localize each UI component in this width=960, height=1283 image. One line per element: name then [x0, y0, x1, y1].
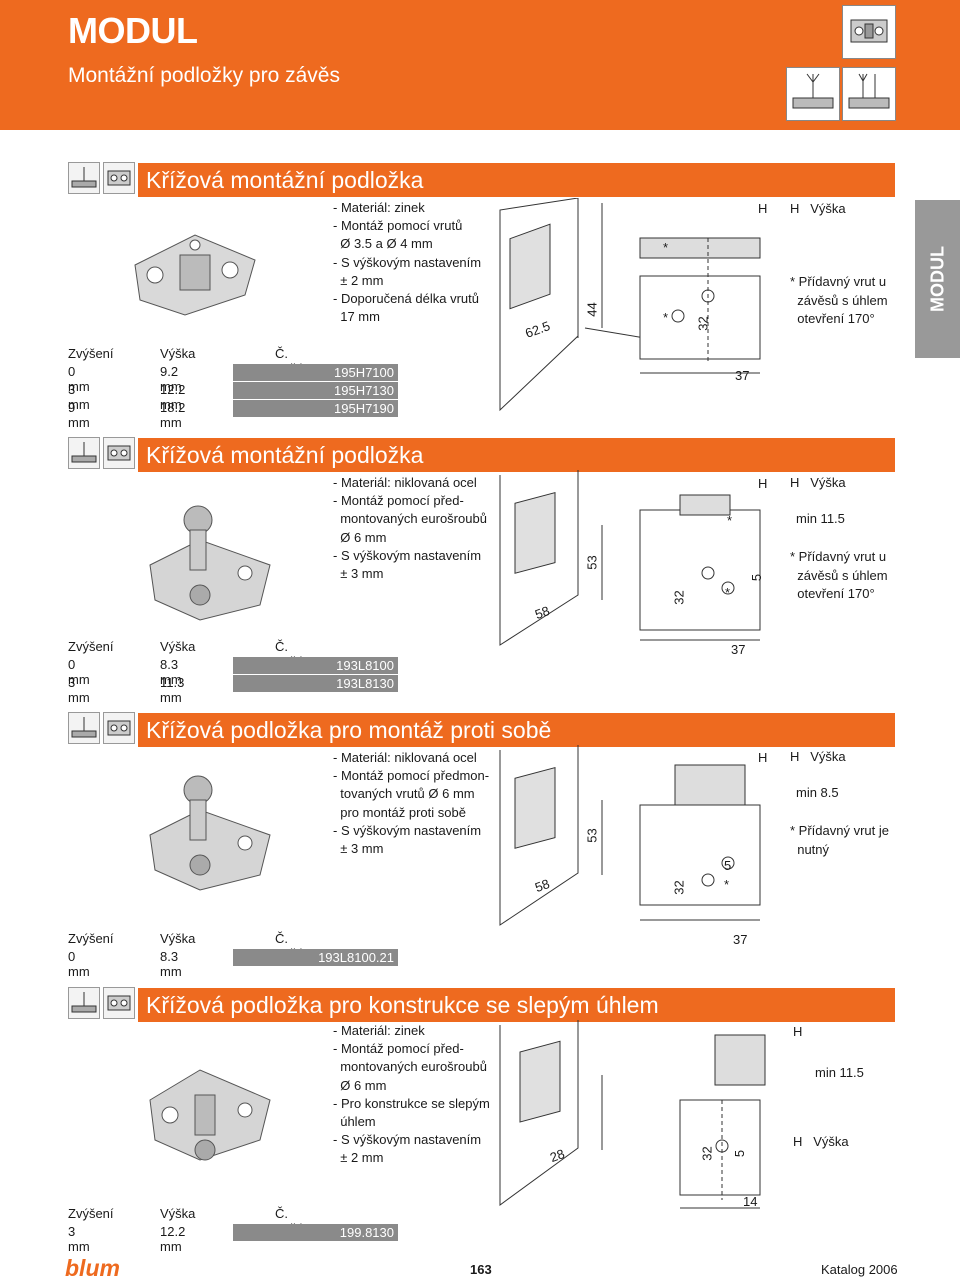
product-image-2 [140, 495, 280, 630]
legend-h: H Výška [790, 749, 846, 764]
legend-min: min 11.5 [796, 511, 845, 526]
legend-h: H Výška [790, 475, 846, 490]
plate-icon [103, 437, 135, 469]
star-mark: * [724, 877, 730, 892]
screw-icon [68, 712, 100, 744]
product-image-4 [140, 1040, 280, 1175]
dim-h: H [758, 201, 768, 216]
dim-5: 5 [732, 1149, 748, 1158]
section-2-title: Křížová montážní podložka [138, 438, 895, 472]
page-number: 163 [470, 1262, 492, 1277]
dim-h: H [793, 1024, 803, 1039]
legend-h: H Výška [793, 1134, 849, 1149]
dim-37: 37 [731, 642, 746, 657]
section-1-description: - Materiál: zinek - Montáž pomocí vrutů … [333, 200, 482, 325]
star-mark: * [663, 240, 669, 255]
screw-icon [68, 987, 100, 1019]
section-2-description: - Materiál: niklovaná ocel - Montáž pomo… [333, 475, 487, 582]
dim-h: H [758, 476, 768, 491]
mounting-plate-icon [842, 5, 896, 59]
section-1-title: Křížová montážní podložka [138, 163, 895, 197]
drawing-3 [499, 745, 761, 926]
dim-32: 32 [671, 880, 687, 895]
dim-14: 14 [743, 1194, 758, 1209]
dim-53: 53 [584, 828, 600, 843]
legend-note: * Přídavný vrut je nutný [790, 823, 889, 857]
page-subtitle: Montážní podložky pro závěs [68, 64, 340, 87]
drawing-1 [499, 198, 761, 412]
dim-32: 32 [699, 1146, 715, 1161]
plate-icon [103, 162, 135, 194]
dim-32: 32 [671, 590, 687, 605]
legend-min: min 8.5 [796, 785, 839, 800]
col-height: Výška [160, 346, 196, 361]
legend-min: min 11.5 [815, 1065, 864, 1080]
dim-5: 5 [724, 858, 732, 873]
legend-h: H Výška [790, 201, 846, 216]
col-rise: Zvýšení [68, 346, 114, 361]
product-image-3 [140, 765, 280, 900]
page-title: MODUL [68, 10, 198, 51]
catalog-label: Katalog 2006 [821, 1262, 898, 1277]
plate-icon [103, 712, 135, 744]
drawing-4 [499, 1020, 766, 1209]
side-tab: MODUL [915, 200, 960, 358]
section-4-description: - Materiál: zinek - Montáž pomocí před- … [333, 1023, 490, 1166]
section-3-title: Křížová podložka pro montáž proti sobě [138, 713, 895, 747]
dim-53: 53 [584, 555, 600, 570]
screw-mount-icon [786, 67, 840, 121]
dim-h: H [758, 750, 768, 765]
star-mark: * [663, 310, 669, 325]
legend-note: * Přídavný vrut u závěsů s úhlem otevřen… [790, 274, 888, 326]
screw-mount-2-icon [842, 67, 896, 121]
dim-44: 44 [584, 302, 600, 317]
dim-32: 32 [695, 316, 711, 331]
product-image-1 [125, 215, 265, 330]
star-mark: * [725, 585, 731, 600]
dim-37: 37 [735, 368, 750, 383]
screw-icon [68, 437, 100, 469]
drawing-2 [499, 470, 761, 646]
blum-logo: blum [65, 1255, 120, 1281]
legend-note: * Přídavný vrut u závěsů s úhlem otevřen… [790, 549, 888, 601]
section-3-description: - Materiál: niklovaná ocel - Montáž pomo… [333, 750, 490, 857]
dim-5: 5 [749, 573, 765, 582]
star-mark: * [727, 513, 733, 528]
section-4-title: Křížová podložka pro konstrukce se slepý… [138, 988, 895, 1022]
screw-icon [68, 162, 100, 194]
dim-37: 37 [733, 932, 748, 947]
plate-icon [103, 987, 135, 1019]
